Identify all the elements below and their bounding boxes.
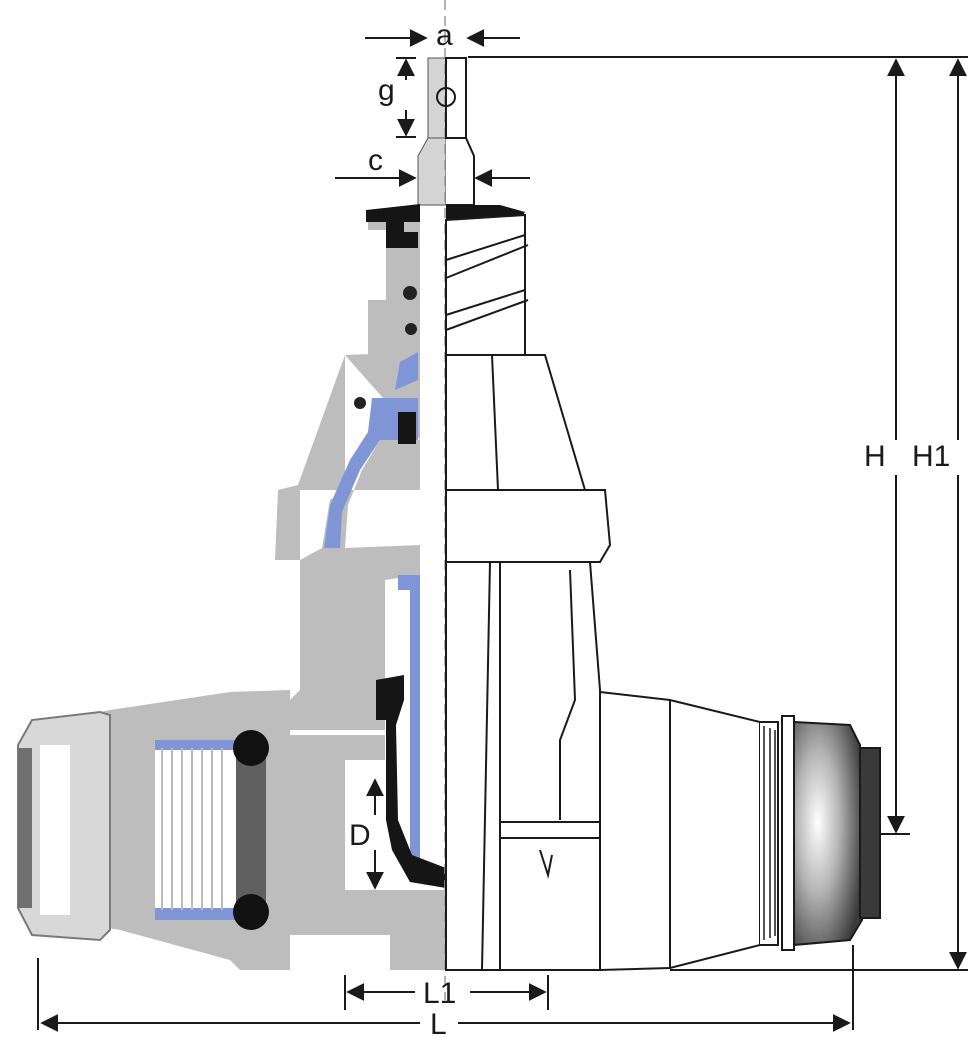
label-H1: H1: [912, 440, 950, 473]
label-D: D: [349, 819, 371, 852]
body-cavity-2: [290, 935, 390, 970]
thread-2: [445, 289, 529, 331]
bonnet-seal-blue: [395, 352, 418, 390]
thread-seal-blue: [155, 740, 240, 920]
oring-band: [236, 748, 266, 918]
bonnet-body: [290, 352, 420, 730]
dimensions: [37, 29, 968, 1032]
oring-upper-2: [405, 323, 417, 335]
bonnet-black-insert: [398, 412, 416, 444]
bonnet-seal-blue-2: [324, 398, 418, 548]
bonnet-flange-right: [445, 489, 612, 563]
gate-wedge-blue: [398, 575, 420, 860]
stem-taper: [417, 137, 447, 206]
label-c: c: [368, 144, 383, 177]
label-H: H: [864, 440, 886, 473]
oring-bottom: [233, 894, 269, 930]
bonnet-outer: [275, 355, 345, 560]
oring-upper-1: [403, 286, 417, 300]
neck-right: [445, 213, 526, 356]
end-flange: [781, 715, 795, 951]
oring-bonnet: [354, 397, 366, 409]
label-L1: L1: [423, 977, 456, 1010]
socket-end-dark: [18, 748, 32, 908]
socket-right: [599, 690, 761, 972]
stem-right: [445, 57, 467, 139]
body-right: [445, 561, 601, 971]
bonnet-right: [445, 354, 587, 491]
end-cap-tip: [859, 747, 881, 919]
exterior-right: [436, 57, 881, 972]
end-cap: [793, 720, 864, 947]
oring-top: [233, 730, 269, 766]
socket-left-inner: [40, 745, 70, 915]
thread-1: [445, 234, 529, 279]
label-a: a: [436, 19, 453, 52]
stem-right-taper: [446, 137, 475, 206]
cross-section-left: [17, 57, 447, 970]
label-L: L: [430, 1008, 447, 1041]
stem-pin-hole: [436, 87, 456, 107]
label-g: g: [378, 74, 395, 107]
gate-rubber-black: [376, 675, 446, 888]
stem-cap-black: [366, 204, 420, 248]
